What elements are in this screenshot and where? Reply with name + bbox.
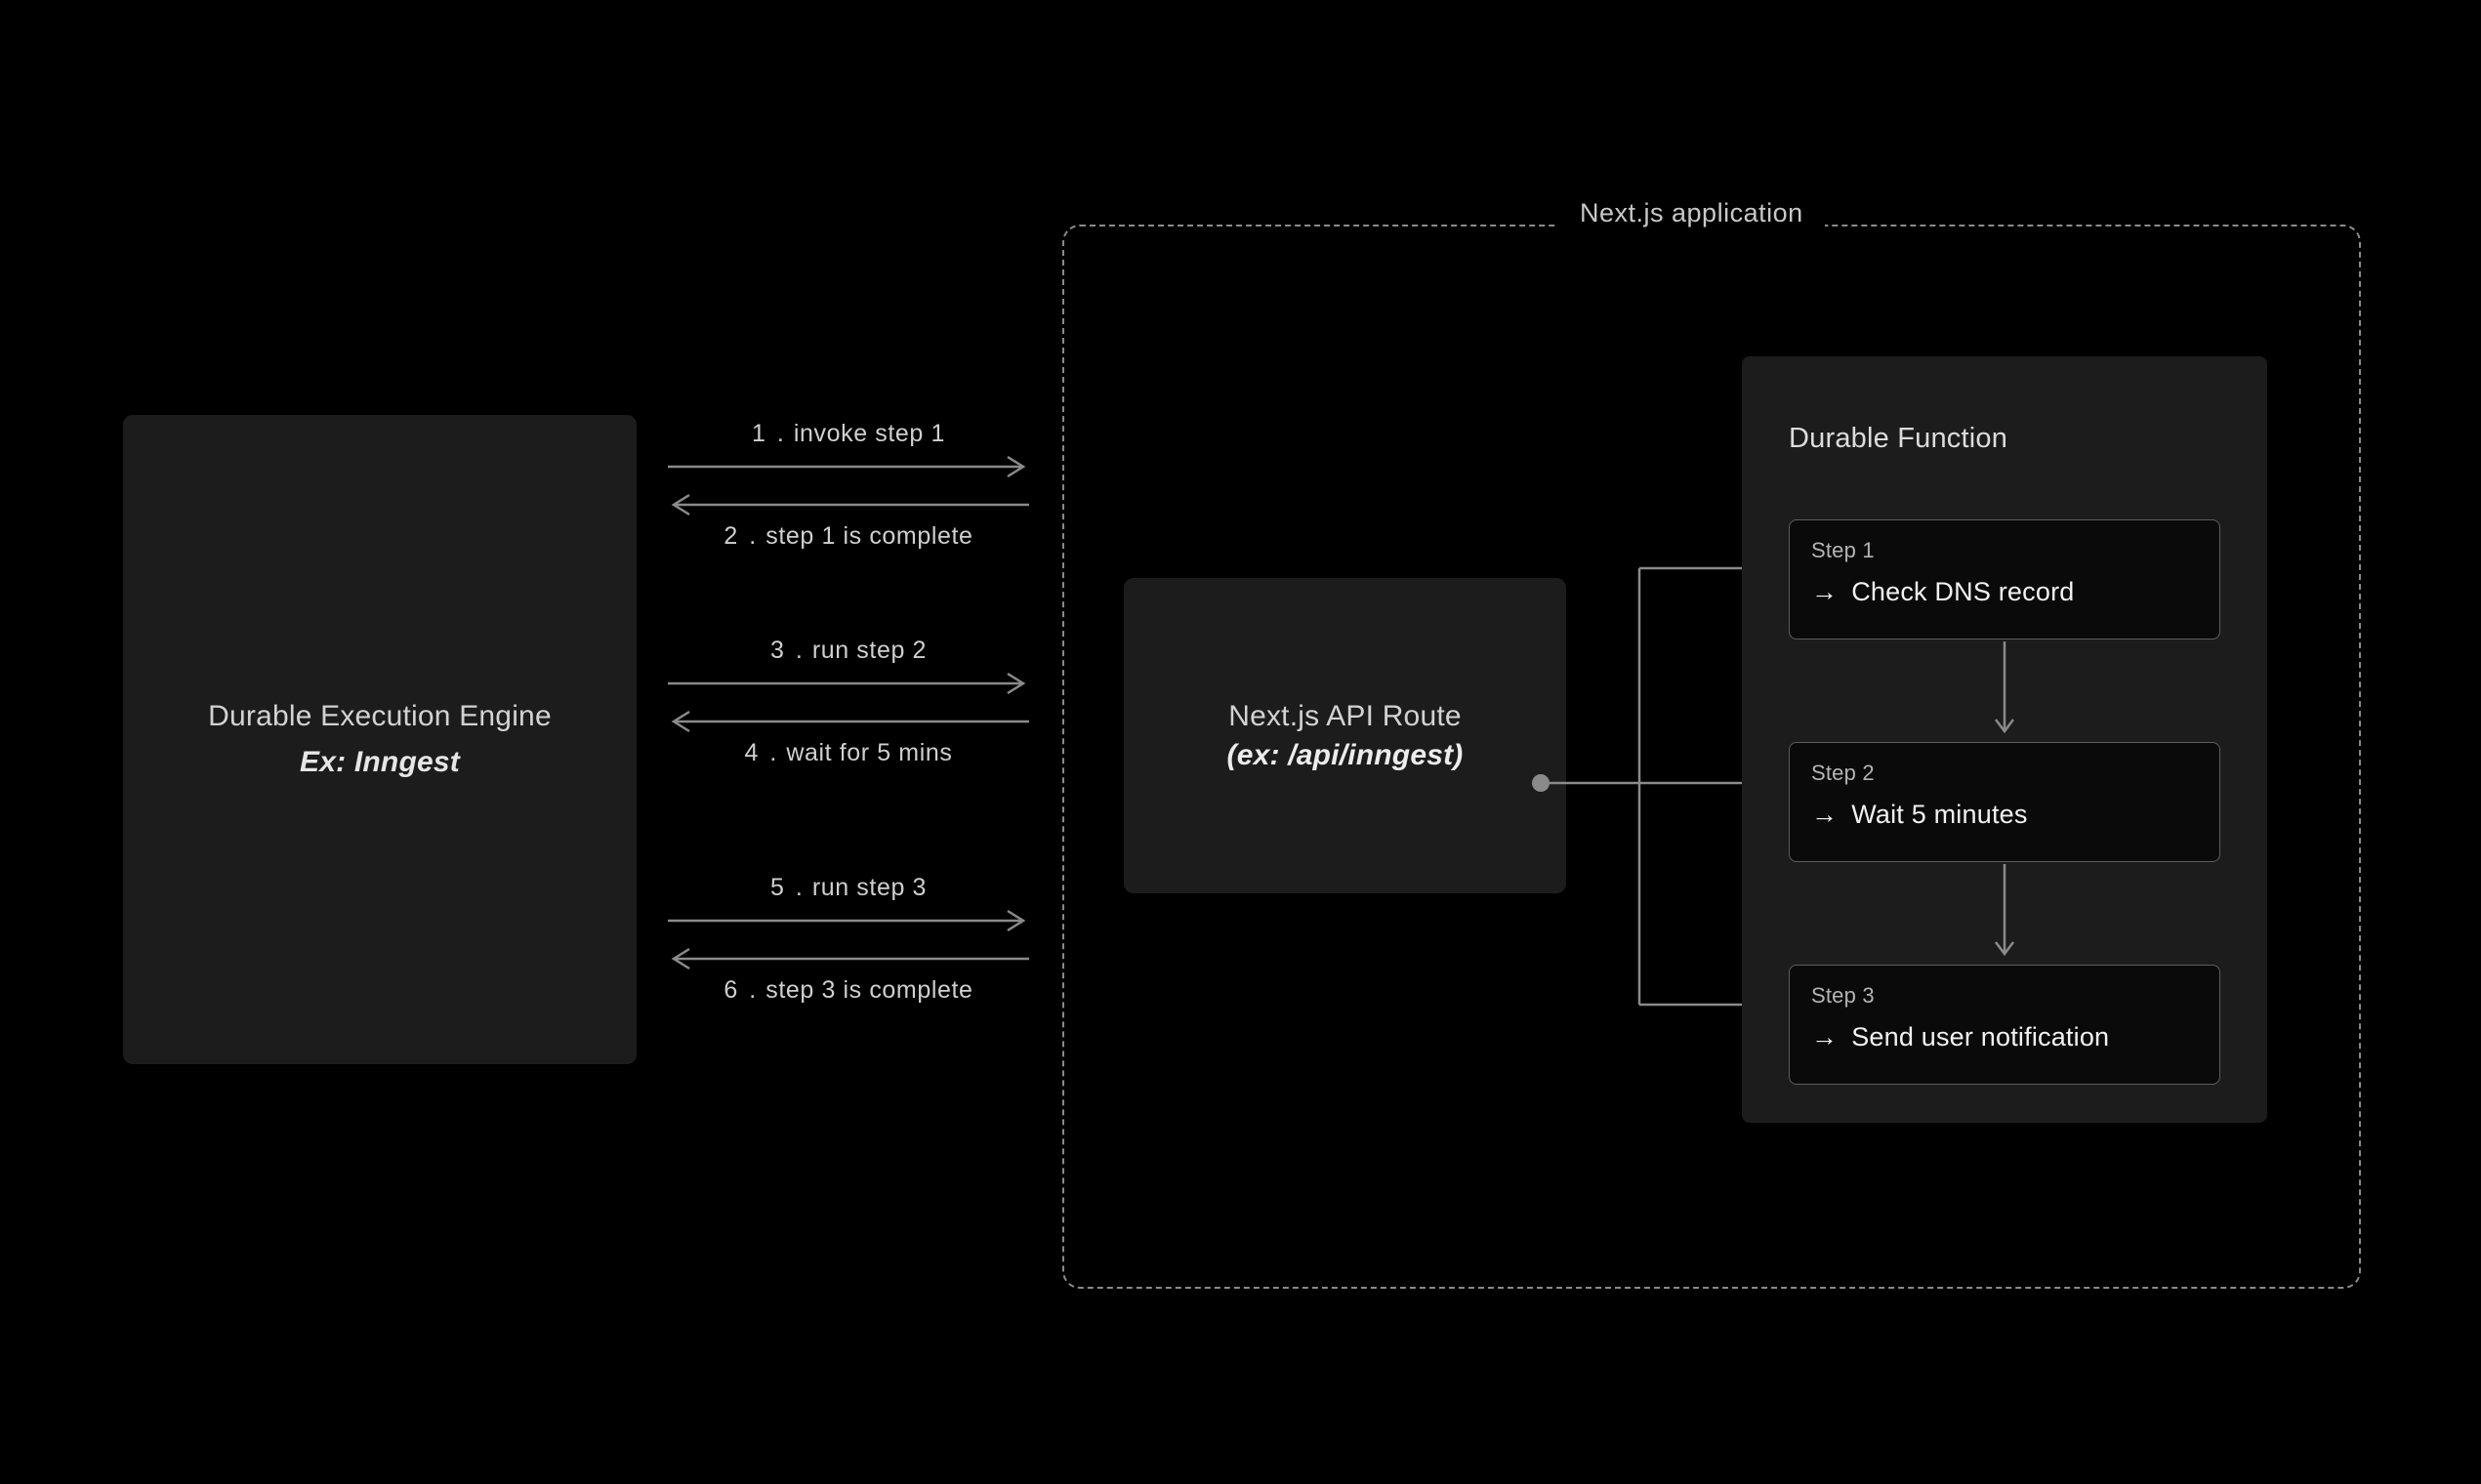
message-1-number: 1 . [752, 420, 787, 447]
step-1-body: → Check DNS record [1811, 577, 2074, 607]
step-3-label: Send user notification [1851, 1022, 2110, 1051]
step-2-label: Wait 5 minutes [1851, 800, 2028, 829]
nextjs-application-title: Next.js application [1558, 198, 1825, 228]
message-4-label: 4 . wait for 5 mins [668, 739, 1029, 767]
step-3-body: → Send user notification [1811, 1022, 2109, 1052]
durable-function-panel: Durable Function Step 1 → Check DNS recor… [1742, 356, 2267, 1123]
engine-label-group: Durable Execution Engine Ex: Inngest [123, 415, 637, 1064]
step-sequence-arrows [1995, 641, 2014, 957]
message-6-number: 6 . [724, 976, 759, 1004]
step-3-arrow-icon: → [1811, 1022, 1839, 1051]
message-4-text: wait for 5 mins [786, 739, 953, 766]
step-1-label: Check DNS record [1851, 577, 2075, 606]
message-2-arrow-left-icon [671, 493, 1029, 516]
message-6-text: step 3 is complete [765, 976, 973, 1004]
message-2-text: step 1 is complete [765, 522, 973, 550]
api-route-label-group: Next.js API Route (ex: /api/inngest) [1124, 578, 1566, 893]
api-route-title: Next.js API Route [1228, 699, 1462, 732]
step-2-body: → Wait 5 minutes [1811, 800, 2028, 830]
message-3-text: run step 2 [811, 637, 928, 664]
message-5-label: 5 . run step 3 [668, 874, 1029, 902]
message-1-arrow-right-icon [668, 455, 1026, 478]
step-2-kicker: Step 2 [1811, 761, 1875, 785]
step-1-arrow-icon: → [1811, 577, 1839, 606]
connector-origin-dot [1532, 774, 1550, 792]
message-1-text: invoke step 1 [793, 420, 945, 447]
message-5-arrow-right-icon [668, 909, 1026, 932]
message-5-text: run step 3 [811, 874, 928, 901]
api-route-subtitle: (ex: /api/inngest) [1226, 738, 1464, 771]
message-3-number: 3 . [769, 637, 806, 664]
step-card-1[interactable]: Step 1 → Check DNS record [1789, 519, 2220, 639]
nextjs-api-route-box: Next.js API Route (ex: /api/inngest) [1124, 578, 1566, 893]
message-1-label: 1 . invoke step 1 [668, 420, 1029, 448]
message-4-arrow-left-icon [671, 710, 1029, 733]
message-2-label: 2 . step 1 is complete [668, 522, 1029, 551]
message-5-number: 5 . [769, 874, 806, 901]
step-card-2[interactable]: Step 2 → Wait 5 minutes [1789, 742, 2220, 862]
engine-title: Durable Execution Engine [208, 700, 552, 732]
message-2-number: 2 . [724, 522, 759, 550]
engine-subtitle: Ex: Inngest [300, 745, 460, 778]
durable-function-title: Durable Function [1789, 423, 2008, 454]
message-6-label: 6 . step 3 is complete [668, 976, 1029, 1005]
message-3-label: 3 . run step 2 [668, 637, 1029, 665]
step-1-kicker: Step 1 [1811, 538, 1875, 562]
message-6-arrow-left-icon [671, 947, 1029, 970]
durable-execution-engine-box: Durable Execution Engine Ex: Inngest [123, 415, 637, 1064]
step-3-kicker: Step 3 [1811, 983, 1875, 1008]
message-4-number: 4 . [744, 739, 779, 766]
message-3-arrow-right-icon [668, 672, 1026, 695]
step-2-arrow-icon: → [1811, 800, 1839, 829]
step-card-3[interactable]: Step 3 → Send user notification [1789, 965, 2220, 1085]
